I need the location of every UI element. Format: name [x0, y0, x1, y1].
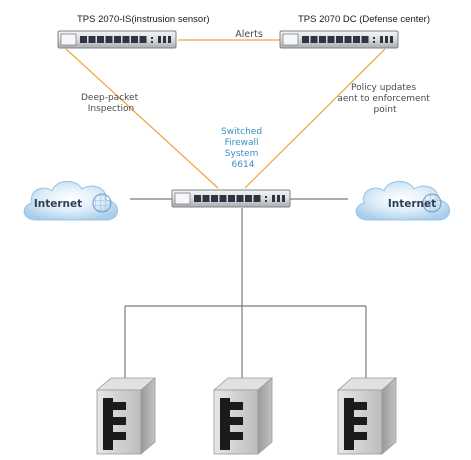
policy-line-2: aent to enforcement — [337, 94, 430, 104]
defense-device-title: TPS 2070 DC (Defense center) — [298, 14, 430, 25]
globe-icon — [422, 193, 442, 213]
firewall-label: Switched Firewall System 6614 — [221, 127, 265, 170]
internet-cloud-right — [355, 180, 451, 221]
policy-label: Policy updates aent to enforcement point — [337, 83, 432, 115]
firewall-line-4: 6614 — [232, 160, 255, 170]
deep-packet-line-1: Deep-packet — [81, 93, 139, 103]
deep-packet-label: Deep-packet Inspection — [81, 93, 141, 114]
internet-cloud-left — [23, 180, 119, 221]
server-tower-icon — [96, 377, 156, 455]
links — [65, 39, 386, 385]
policy-update-link — [244, 48, 386, 189]
globe-icon — [92, 193, 112, 213]
firewall-line-3: System — [225, 149, 259, 159]
policy-line-3: point — [374, 105, 397, 115]
internet-right-label: Internet — [388, 198, 436, 210]
internet-left-label: Internet — [34, 198, 82, 210]
firewall-line-1: Switched — [221, 127, 262, 137]
rack-switch-icon — [279, 30, 399, 49]
sensor-device-title: TPS 2070-IS(instrusion sensor) — [77, 14, 210, 25]
deep-packet-link — [65, 48, 219, 189]
server-tower-icon — [337, 377, 397, 455]
alerts-label: Alerts — [235, 29, 263, 40]
deep-packet-line-2: Inspection — [88, 104, 135, 114]
server-tower-icon — [213, 377, 273, 455]
rack-switch-icon — [57, 30, 177, 49]
policy-line-1: Policy updates — [351, 83, 416, 93]
firewall-line-2: Firewall — [225, 138, 259, 148]
rack-switch-icon — [171, 189, 291, 208]
